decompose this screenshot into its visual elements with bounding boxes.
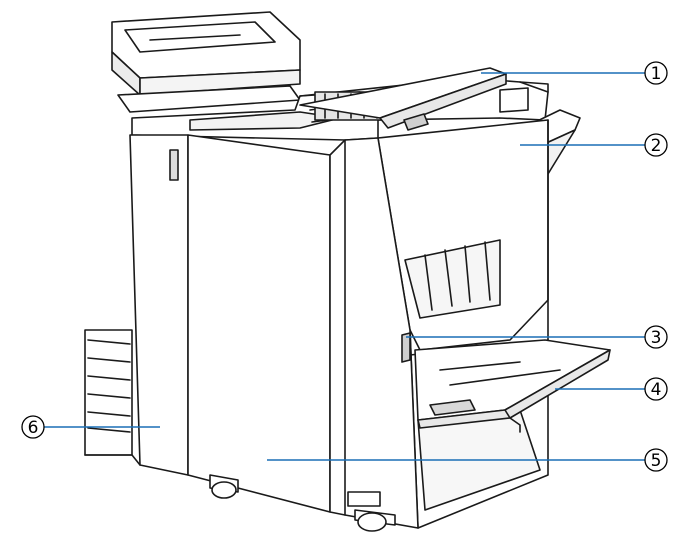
- callout-3: 3: [644, 325, 668, 349]
- copier-body: [84, 85, 301, 466]
- left-front-door: [129, 134, 189, 476]
- finisher-side: [377, 119, 549, 529]
- callout-1-label: 1: [651, 64, 662, 84]
- callout-4-label: 4: [651, 380, 662, 400]
- callout-1: 1: [644, 61, 668, 85]
- callout-5: 5: [644, 448, 668, 472]
- casters: [209, 474, 396, 532]
- callout-3-label: 3: [651, 328, 662, 348]
- copier-scanner: [111, 11, 301, 96]
- callout-2: 2: [644, 133, 668, 157]
- callout-markers: 1 2 3 4 5 6: [21, 61, 668, 472]
- top-tray: [299, 67, 507, 131]
- callout-6: 6: [21, 415, 45, 439]
- booklet-tray: [414, 339, 611, 433]
- front-door: [187, 134, 419, 529]
- callout-2-label: 2: [651, 136, 662, 156]
- callout-6-label: 6: [28, 418, 39, 438]
- callout-4: 4: [644, 377, 668, 401]
- callout-5-label: 5: [651, 451, 662, 471]
